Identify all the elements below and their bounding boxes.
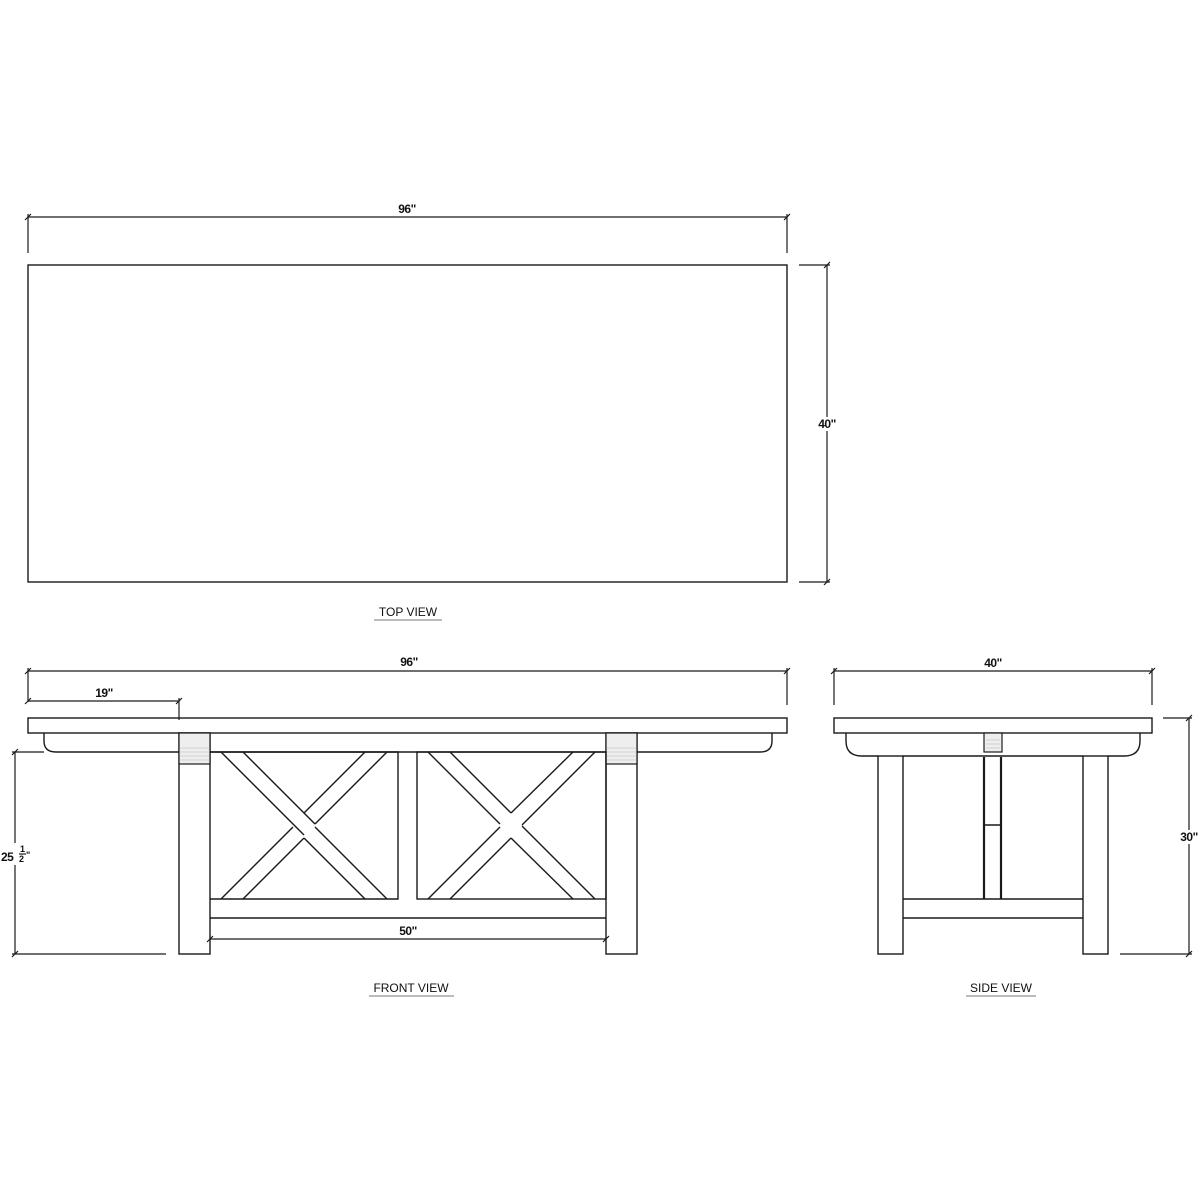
side-view-stretcher bbox=[903, 898, 1083, 919]
side-view: 40" bbox=[830, 656, 1200, 997]
front-view-clearance-frac-num: 1 bbox=[20, 844, 25, 854]
side-view-height-dimension: 30" bbox=[1120, 714, 1200, 958]
front-view-label: FRONT VIEW bbox=[373, 981, 449, 995]
side-view-depth-text: 40" bbox=[984, 656, 1002, 670]
front-view-leg-offset-text: 19" bbox=[95, 686, 113, 700]
front-view-leg-offset-dimension: 19" bbox=[24, 686, 183, 720]
front-view-width-text: 96" bbox=[400, 655, 418, 669]
top-view-label: TOP VIEW bbox=[379, 605, 438, 619]
front-view-stretcher-text: 50" bbox=[399, 924, 417, 938]
side-view-right-leg bbox=[1082, 755, 1109, 955]
front-view-clearance-whole: 25 bbox=[1, 850, 14, 864]
front-view-stretcher-dimension: 50" bbox=[206, 924, 610, 943]
side-view-center-member bbox=[982, 757, 1003, 899]
front-view-right-leg bbox=[605, 732, 638, 955]
front-view-x-panel-right bbox=[416, 751, 607, 900]
front-view-x-panel-left bbox=[210, 751, 399, 900]
side-view-height-text: 30" bbox=[1180, 830, 1198, 844]
front-view-left-leg bbox=[178, 732, 211, 955]
front-view-width-dimension: 96" bbox=[24, 655, 791, 705]
front-view-clearance-dimension: 25 1 2 " bbox=[0, 748, 166, 958]
side-view-center-cap bbox=[983, 732, 1003, 753]
front-view: 96" 19" bbox=[0, 655, 791, 997]
front-view-apron-right bbox=[637, 733, 773, 753]
top-view: 96" 40" TOP VIEW bbox=[24, 202, 839, 621]
top-view-depth-text: 40" bbox=[818, 417, 836, 431]
front-view-apron-left bbox=[43, 733, 179, 753]
front-view-clearance-inch: " bbox=[26, 850, 30, 860]
side-view-left-leg bbox=[877, 755, 904, 955]
top-view-width-dimension: 96" bbox=[24, 202, 791, 253]
side-view-depth-dimension: 40" bbox=[830, 656, 1156, 705]
top-view-width-text: 96" bbox=[398, 202, 416, 216]
side-view-label: SIDE VIEW bbox=[970, 981, 1033, 995]
side-view-tabletop bbox=[833, 717, 1153, 734]
front-view-clearance-frac-den: 2 bbox=[19, 854, 24, 864]
top-view-depth-dimension: 40" bbox=[799, 261, 839, 586]
top-view-tabletop bbox=[27, 264, 788, 583]
front-view-tabletop bbox=[27, 717, 788, 734]
